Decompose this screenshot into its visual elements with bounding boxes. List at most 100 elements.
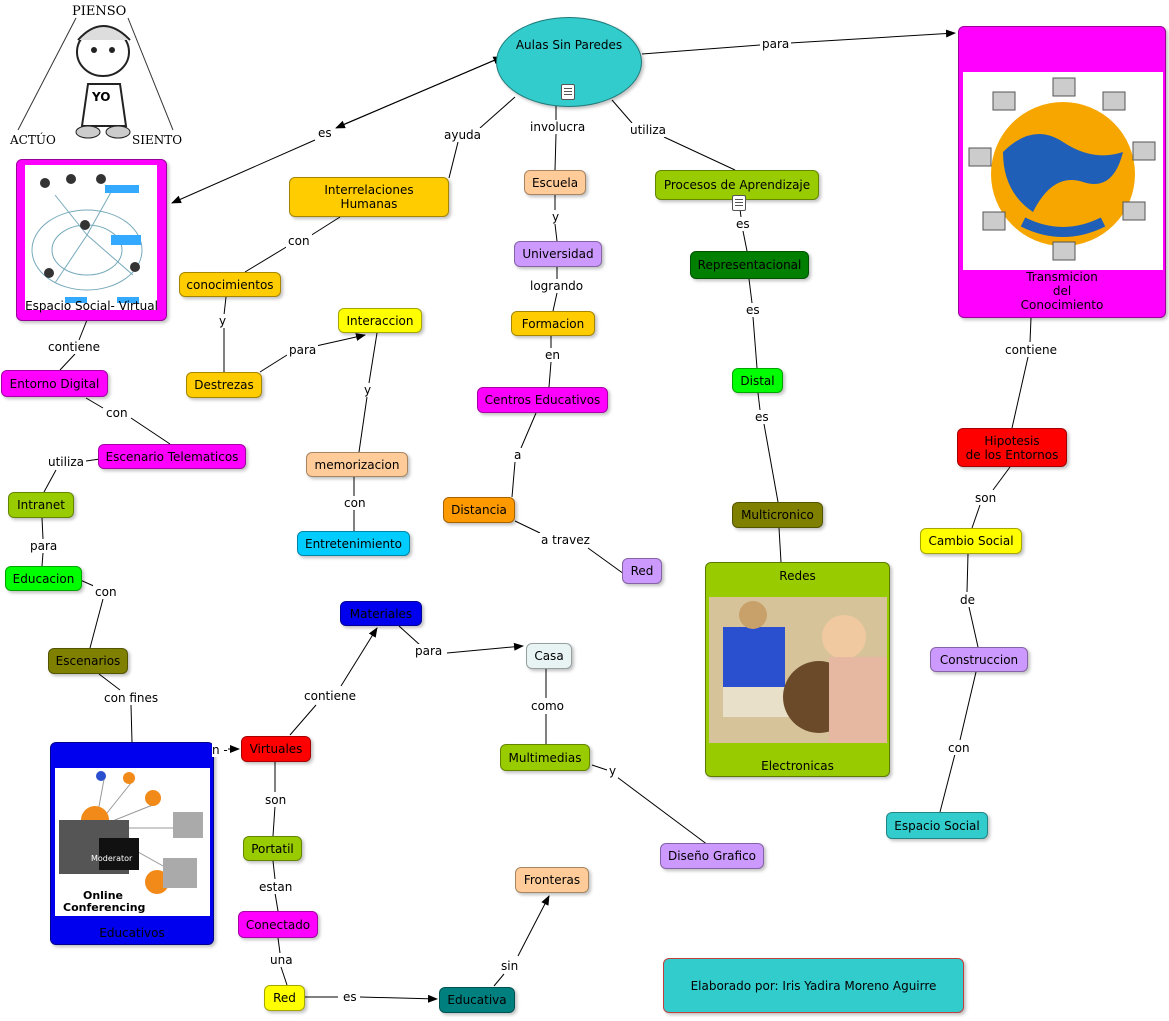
node-universidad[interactable]: Universidad <box>514 241 602 267</box>
link-label-logrando: logrando <box>528 279 586 293</box>
node-conocimientos[interactable]: conocimientos <box>179 272 281 297</box>
node-multimedias[interactable]: Multimedias <box>500 744 590 771</box>
panel-transmision-conocimiento[interactable]: Transmicion del Conocimiento <box>958 26 1166 318</box>
node-multicronico[interactable]: Multicronico <box>732 502 823 528</box>
link-label-estan: estan <box>257 880 295 894</box>
actuo-text: ACTÚO <box>10 133 56 147</box>
node-conectado[interactable]: Conectado <box>238 911 318 938</box>
node-escenarios[interactable]: Escenarios <box>48 648 128 674</box>
link-label-es: es <box>734 217 752 231</box>
link-label-con: con <box>93 585 119 599</box>
node-virtuales[interactable]: Virtuales <box>241 736 311 762</box>
globe-image <box>963 72 1163 270</box>
siento-text: SIENTO <box>132 133 183 147</box>
link-label-es: es <box>744 303 762 317</box>
node-escenario-telematicos[interactable]: Escenario Telematicos <box>98 444 246 469</box>
credit-box: Elaborado por: Iris Yadira Moreno Aguirr… <box>663 958 964 1013</box>
online-conferencing-image: Moderator Online Conferencing <box>55 768 210 916</box>
node-interrelaciones-humanas[interactable]: Interrelaciones Humanas <box>289 177 449 217</box>
node-espacio-social[interactable]: Espacio Social <box>886 812 988 839</box>
node-educativa[interactable]: Educativa <box>439 987 515 1013</box>
node-entretenimiento[interactable]: Entretenimiento <box>297 531 410 556</box>
node-representacional[interactable]: Representacional <box>690 251 809 279</box>
node-cambio-social[interactable]: Cambio Social <box>920 528 1022 554</box>
link-label-y: y <box>607 764 619 778</box>
panel-educativos[interactable]: Moderator Online Conferencing Educativos <box>50 742 214 945</box>
pienso-text: PIENSO <box>72 4 127 19</box>
network-people-illustration <box>31 174 143 303</box>
panel-espacio-social-virtual[interactable]: Espacio Social- Virtual <box>16 159 167 321</box>
node-distal[interactable]: Distal <box>732 368 783 393</box>
conferencing-illustration <box>59 771 203 894</box>
node-interaccion[interactable]: Interaccion <box>338 308 422 333</box>
educativos-caption: Educativos <box>99 926 165 940</box>
link-label-para: para <box>413 644 445 658</box>
node-distancia[interactable]: Distancia <box>443 497 515 523</box>
document-icon[interactable] <box>732 195 746 211</box>
link-label-y: y <box>362 383 374 397</box>
aulas-label: Aulas Sin Paredes <box>515 38 623 52</box>
link-label-y: y <box>217 314 229 328</box>
node-casa[interactable]: Casa <box>526 643 572 669</box>
child-computer-photo <box>709 597 887 743</box>
transmision-caption: Transmicion del Conocimiento <box>1020 270 1104 312</box>
node-red-distancia[interactable]: Red <box>622 558 662 584</box>
link-label-para: para <box>28 539 60 553</box>
link-label-utiliza: utiliza <box>628 123 668 137</box>
link-label-es: es <box>341 990 359 1004</box>
node-fronteras[interactable]: Fronteras <box>515 867 589 893</box>
node-hipotesis-entornos[interactable]: Hipotesis de los Entornos <box>957 428 1067 467</box>
node-red-conectado[interactable]: Red <box>264 985 305 1011</box>
node-intranet[interactable]: Intranet <box>8 492 74 518</box>
link-label-para: para <box>760 37 792 51</box>
link-label-y: y <box>550 210 562 224</box>
node-formacion[interactable]: Formacion <box>511 311 595 336</box>
link-label-es: es <box>753 410 771 424</box>
node-diseno-grafico[interactable]: Diseño Grafico <box>660 843 764 869</box>
moderator-label: Moderator <box>91 854 133 863</box>
document-icon[interactable] <box>561 84 575 100</box>
node-procesos-aprendizaje[interactable]: Procesos de Aprendizaje <box>655 170 819 211</box>
link-label-utiliza: utiliza <box>46 455 86 469</box>
link-label-una: una <box>268 953 295 967</box>
child-computer-illustration <box>709 597 887 743</box>
link-label-con: con <box>342 496 368 510</box>
link-label-para: para <box>287 343 319 357</box>
link-label-sin: sin <box>499 959 521 973</box>
pienso-illustration <box>17 17 174 139</box>
globe-network-illustration <box>968 77 1156 261</box>
link-label-con: con <box>104 406 130 420</box>
yo-text: YO <box>92 90 111 104</box>
link-label-contiene: contiene <box>302 689 358 703</box>
link-label-n: n - <box>212 743 228 757</box>
link-label-son: son <box>263 793 289 807</box>
link-label-es: es <box>316 126 334 140</box>
espacio-virtual-caption: Espacio Social- Virtual <box>25 299 158 313</box>
node-destrezas[interactable]: Destrezas <box>186 372 262 398</box>
redes-caption-bottom: Electronicas <box>761 759 834 773</box>
node-escuela[interactable]: Escuela <box>524 170 586 195</box>
node-centros-educativos[interactable]: Centros Educativos <box>477 387 608 413</box>
pienso-cartoon: PIENSO ACTÚO SIENTO YO <box>8 0 188 152</box>
link-label-contiene: contiene <box>46 340 102 354</box>
conferencing-label: Online Conferencing <box>63 889 146 914</box>
link-label-con-fines: con fines <box>102 691 161 705</box>
node-portatil[interactable]: Portatil <box>243 836 302 861</box>
link-label-contiene: contiene <box>1003 343 1059 357</box>
link-label-a: a <box>512 448 524 462</box>
panel-redes-electronicas[interactable]: Redes Electronicas <box>705 562 890 777</box>
node-construccion[interactable]: Construccion <box>930 647 1028 672</box>
link-label-son: son <box>973 491 999 505</box>
node-educacion[interactable]: Educacion <box>5 566 82 591</box>
espacio-virtual-image <box>25 165 157 310</box>
link-label-como: como <box>529 699 566 713</box>
link-label-involucra: involucra <box>528 120 588 134</box>
node-aulas-sin-paredes[interactable]: Aulas Sin Paredes <box>496 17 642 107</box>
procesos-label: Procesos de Aprendizaje <box>663 178 811 192</box>
node-memorizacion[interactable]: memorizacion <box>306 452 408 477</box>
node-materiales[interactable]: Materiales <box>340 601 422 626</box>
link-label-en: en <box>543 348 562 362</box>
node-entorno-digital[interactable]: Entorno Digital <box>1 370 108 397</box>
link-label-ayuda: ayuda <box>442 128 484 142</box>
